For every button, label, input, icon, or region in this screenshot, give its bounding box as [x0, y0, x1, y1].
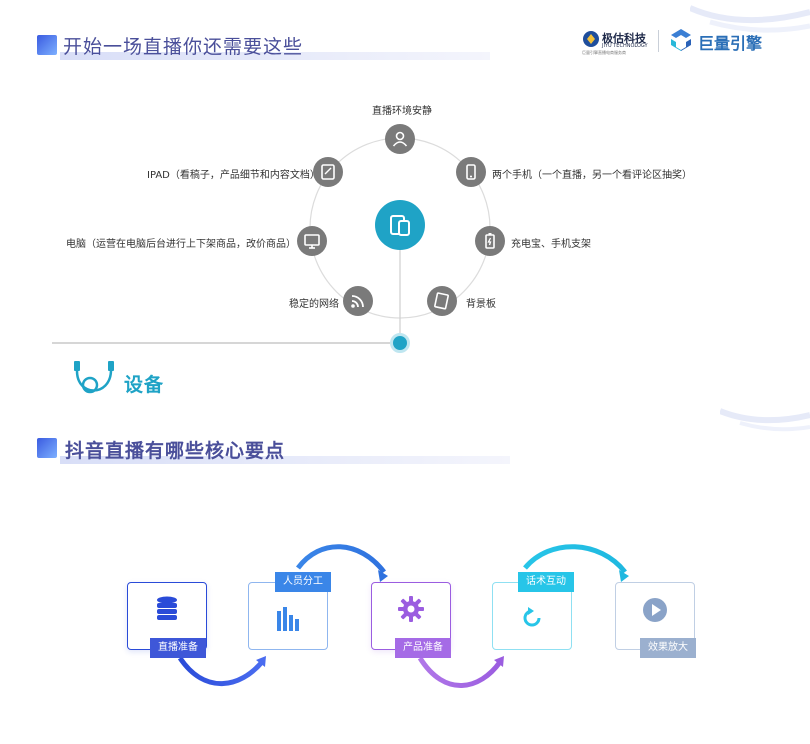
juliang-logo-icon	[671, 29, 691, 51]
device-ring	[52, 137, 491, 344]
play-icon	[643, 598, 667, 622]
item-label-backdrop: 背景板	[466, 299, 496, 310]
title-underline	[60, 52, 490, 60]
title-underline-2	[60, 456, 510, 464]
anchor-dot	[390, 333, 410, 353]
juliang-logo-text: 巨量引擎	[698, 34, 763, 53]
phone-icon	[456, 157, 486, 187]
ipad-icon	[313, 157, 343, 187]
center-device-circle	[375, 200, 425, 250]
step-label-product: 产品准备	[395, 638, 451, 658]
item-label-power-bank: 充电宝、手机支架	[511, 239, 591, 250]
item-label-quiet-room: 直播环境安静	[372, 106, 432, 117]
jiyu-logo-en: JIYU TECHNOLOGY	[602, 43, 648, 49]
step-box-interaction	[492, 582, 572, 650]
title-square-icon-2	[37, 438, 57, 458]
logo-divider	[658, 30, 659, 52]
page-title: 开始一场直播你还需要这些	[63, 36, 304, 58]
computer-icon	[297, 226, 327, 256]
step-box-staffing	[248, 582, 328, 650]
person-icon	[385, 124, 415, 154]
cable-icon	[74, 361, 114, 394]
step-label-amplify: 效果放大	[640, 638, 696, 658]
gear-icon	[398, 596, 424, 622]
title-square-icon	[37, 35, 57, 55]
bar-chart-icon	[277, 607, 299, 631]
tablet-icon	[390, 215, 410, 236]
flow-arrows	[177, 544, 629, 688]
jiyu-logo-sub: 巨量引擎直播电商服务商	[582, 50, 626, 55]
wifi-icon	[343, 286, 373, 316]
step-label-prep: 直播准备	[150, 638, 206, 658]
step-label-interaction: 话术互动	[518, 572, 574, 592]
jiyu-logo: 极估科技 JIYU TECHNOLOGY 巨量引擎直播电商服务商	[582, 28, 650, 58]
database-icon	[157, 596, 177, 620]
device-section-label: 设备	[124, 374, 165, 396]
item-label-network: 稳定的网络	[289, 299, 339, 310]
step-label-staffing: 人员分工	[275, 572, 331, 592]
item-label-ipad: IPAD（看稿子，产品细节和内容文档）	[147, 170, 320, 181]
decor-wave-top	[690, 5, 810, 33]
jiyu-logo-icon	[583, 31, 599, 47]
item-label-computer: 电脑（运营在电脑后台进行上下架商品，改价商品）	[66, 239, 296, 250]
decor-wave-mid	[720, 408, 810, 432]
battery-icon	[475, 226, 505, 256]
refresh-icon	[523, 607, 541, 627]
jiyu-logo-cn: 极估科技	[602, 32, 646, 45]
board-icon	[427, 286, 457, 316]
item-label-two-phones: 两个手机（一个直播，另一个看评论区抽奖）	[492, 170, 692, 181]
page-title-2: 抖音直播有哪些核心要点	[65, 440, 286, 462]
